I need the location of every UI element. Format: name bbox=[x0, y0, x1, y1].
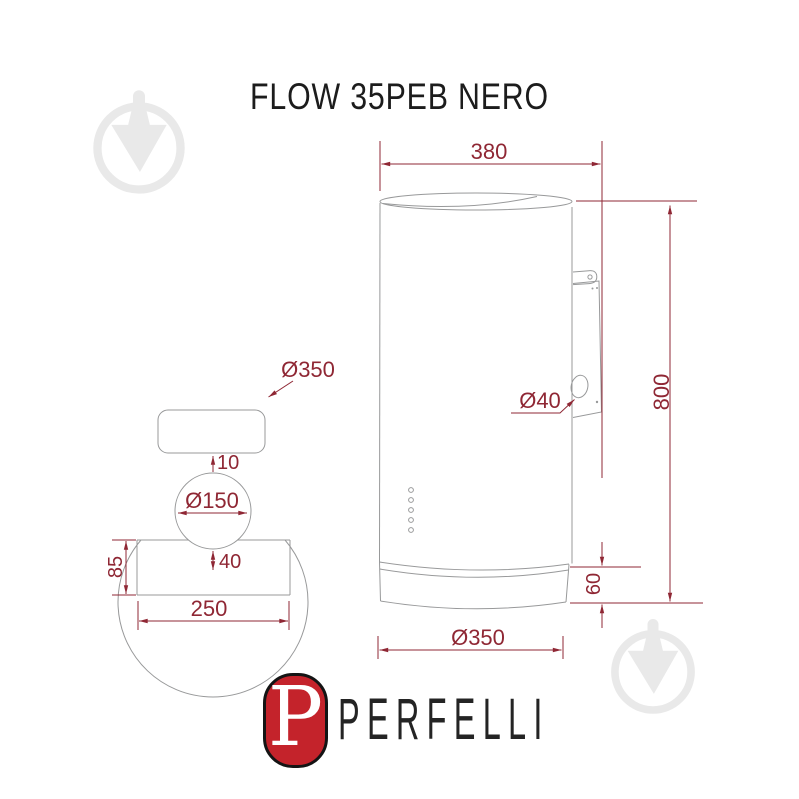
bracket-dot bbox=[595, 400, 599, 404]
page-title: FLOW 35PEB NERO bbox=[250, 76, 549, 117]
brand-logo-badge: P bbox=[263, 673, 328, 768]
band-bottom-arc bbox=[380, 600, 567, 610]
cylinder-top-inner-rim bbox=[382, 196, 538, 207]
extension-lines bbox=[377, 141, 703, 659]
side-view-dimensions: 380 800 60 Ø350 Ø40 bbox=[377, 139, 703, 659]
cylinder-bottom-arc bbox=[379, 561, 570, 571]
dim-label-hole: Ø40 bbox=[519, 388, 561, 413]
dim-label-diameter: Ø350 bbox=[281, 357, 335, 382]
dim-label-band-height: 60 bbox=[583, 573, 605, 595]
brand-name: PERFELLI bbox=[338, 687, 550, 752]
cylinder-top-rim bbox=[379, 192, 573, 211]
bracket-screw bbox=[591, 287, 594, 290]
top-view-drawing bbox=[117, 409, 309, 698]
dim-label-width-top: 380 bbox=[471, 139, 508, 164]
cylinder-left-edge bbox=[379, 202, 381, 563]
band-side-edges bbox=[379, 561, 570, 603]
vent-slot bbox=[157, 409, 266, 454]
bracket-hole-40 bbox=[570, 374, 589, 399]
control-buttons bbox=[408, 487, 414, 533]
dim-label-back-height: 85 bbox=[105, 556, 127, 578]
back-box-outline bbox=[136, 539, 291, 596]
side-view-drawing bbox=[379, 192, 603, 610]
dim-label-duct-diameter: Ø150 bbox=[185, 488, 239, 513]
brand-logo-letter: P bbox=[267, 669, 324, 765]
band-top-arc bbox=[379, 568, 569, 578]
dim-label-slot-gap: 10 bbox=[217, 452, 239, 474]
dim-label-duct-offset: 40 bbox=[219, 551, 241, 573]
dim-label-back-width: 250 bbox=[191, 596, 228, 621]
dim-label-bottom-diameter: Ø350 bbox=[451, 625, 505, 650]
extension-lines bbox=[112, 539, 290, 630]
bracket-tab-hole bbox=[587, 274, 593, 280]
leader-line-hole bbox=[511, 399, 575, 414]
top-view-dimensions: Ø350 10 Ø150 40 85 250 bbox=[105, 357, 335, 630]
dim-label-height: 800 bbox=[649, 374, 674, 411]
duct-circle bbox=[174, 472, 252, 550]
bracket-screw bbox=[596, 287, 598, 289]
wall-bracket-plate bbox=[572, 280, 603, 418]
trowel-watermark-icon bbox=[615, 619, 691, 710]
leader-line-diameter bbox=[268, 380, 294, 398]
trowel-watermark-icon bbox=[97, 90, 180, 189]
bracket-tab bbox=[572, 270, 598, 286]
hood-outline-circle bbox=[117, 539, 309, 698]
